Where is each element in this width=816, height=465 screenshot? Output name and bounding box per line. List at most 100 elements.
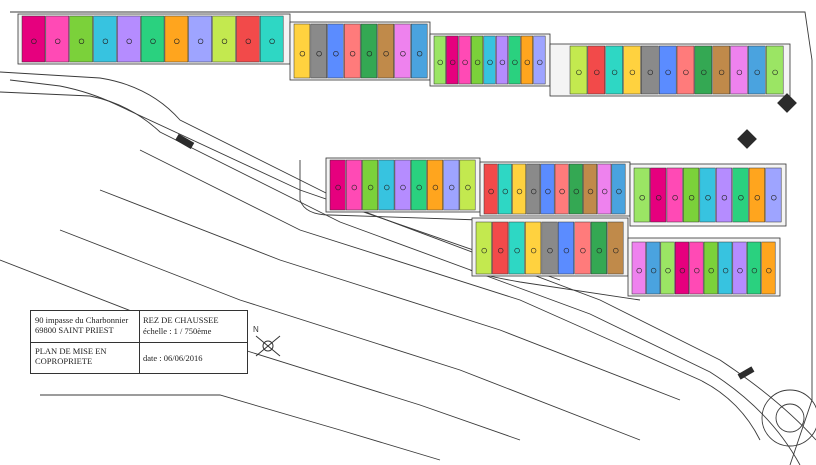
lot-marker — [545, 188, 551, 195]
lot-marker — [629, 69, 636, 76]
lot-unit — [666, 167, 683, 223]
lot-marker — [665, 267, 671, 274]
lot-marker — [316, 50, 322, 57]
lot-marker — [102, 38, 109, 44]
lot-marker — [721, 195, 728, 201]
road-edge — [59, 229, 641, 441]
compass-circle — [262, 340, 274, 352]
lot-marker — [705, 195, 711, 201]
lot-marker — [383, 50, 389, 57]
lot-marker — [450, 59, 456, 66]
lot-unit — [411, 23, 428, 79]
lot-marker — [481, 247, 487, 254]
lot-marker — [611, 69, 618, 76]
lot-marker — [694, 267, 700, 274]
lot-marker — [514, 247, 520, 254]
lot-marker — [537, 59, 543, 66]
lot-marker — [384, 184, 390, 191]
lot-marker — [333, 50, 339, 57]
lot-marker — [78, 38, 85, 44]
lot-marker — [563, 247, 570, 254]
lot-marker — [366, 50, 373, 57]
lot-marker — [616, 188, 622, 195]
lot-marker — [349, 50, 356, 57]
lot-marker — [31, 38, 37, 44]
address-line-1: 90 impasse du Charbonnier — [35, 315, 129, 325]
lot-marker — [449, 184, 455, 191]
stair-block-icon — [175, 133, 195, 149]
lot-marker — [335, 184, 341, 191]
road-edge — [0, 71, 816, 441]
lot-unit — [327, 23, 344, 79]
lot-marker — [576, 69, 582, 76]
lot-marker — [722, 267, 729, 274]
lot-marker — [474, 59, 481, 66]
lot-marker — [432, 184, 439, 191]
lot-units — [21, 15, 784, 295]
lot-unit — [748, 167, 765, 223]
lot-marker — [488, 188, 494, 195]
parking-edge — [299, 160, 481, 221]
lot-marker — [587, 188, 594, 195]
plan-title-line-1: PLAN DE MISE EN — [35, 346, 107, 356]
lot-marker — [751, 267, 758, 274]
lot-marker — [708, 267, 714, 274]
lot-marker — [299, 50, 306, 57]
lot-marker — [499, 59, 506, 66]
lot-unit — [394, 23, 411, 79]
lot-unit — [293, 23, 311, 79]
lot-unit — [650, 167, 667, 223]
lot-unit — [699, 167, 716, 223]
lot-marker — [462, 59, 468, 66]
lot-marker — [639, 195, 645, 201]
road-edge — [0, 259, 521, 441]
lot-marker — [516, 188, 523, 195]
road-edge — [9, 79, 561, 281]
lot-marker — [559, 188, 565, 195]
lot-marker — [367, 184, 374, 191]
lot-marker — [512, 59, 518, 66]
lot-unit — [715, 167, 733, 223]
lot-marker — [465, 184, 471, 191]
stair-block-icon — [737, 129, 757, 149]
lot-unit — [683, 167, 700, 223]
lot-marker — [269, 38, 275, 44]
lot-marker — [530, 247, 537, 254]
lot-marker — [736, 69, 743, 76]
lot-marker — [679, 267, 686, 274]
lot-marker — [683, 69, 689, 76]
lot-marker — [547, 247, 553, 254]
lot-marker — [502, 188, 508, 195]
lot-unit — [310, 23, 327, 79]
lot-marker — [636, 267, 642, 274]
compass-rose-icon: N — [253, 325, 281, 357]
lot-marker — [416, 50, 423, 57]
lot-marker — [221, 38, 228, 44]
compass-line — [255, 335, 281, 357]
lot-marker — [524, 59, 530, 66]
roundabout — [775, 403, 805, 433]
lot-marker — [772, 69, 778, 76]
lot-marker — [655, 195, 662, 201]
lot-marker — [150, 38, 156, 44]
lot-marker — [54, 38, 61, 44]
lot-marker — [530, 188, 537, 195]
lot-marker — [665, 69, 671, 76]
plan-title-line-2: COPROPRIETE — [35, 356, 93, 366]
lot-marker — [738, 195, 744, 201]
lot-marker — [672, 195, 678, 201]
lot-marker — [771, 195, 777, 201]
lot-marker — [701, 69, 707, 76]
lot-marker — [573, 188, 579, 195]
road-edge — [99, 189, 681, 401]
lot-marker — [126, 38, 132, 44]
lot-marker — [766, 267, 772, 274]
lot-marker — [688, 195, 695, 201]
lot-marker — [437, 59, 443, 66]
title-block: 90 impasse du Charbonnier 69800 SAINT PR… — [30, 310, 248, 374]
date-label: date : 06/06/2016 — [143, 353, 203, 363]
lot-marker — [596, 247, 602, 254]
lot-unit — [633, 167, 650, 223]
lot-marker — [400, 184, 406, 191]
lot-marker — [754, 195, 760, 201]
